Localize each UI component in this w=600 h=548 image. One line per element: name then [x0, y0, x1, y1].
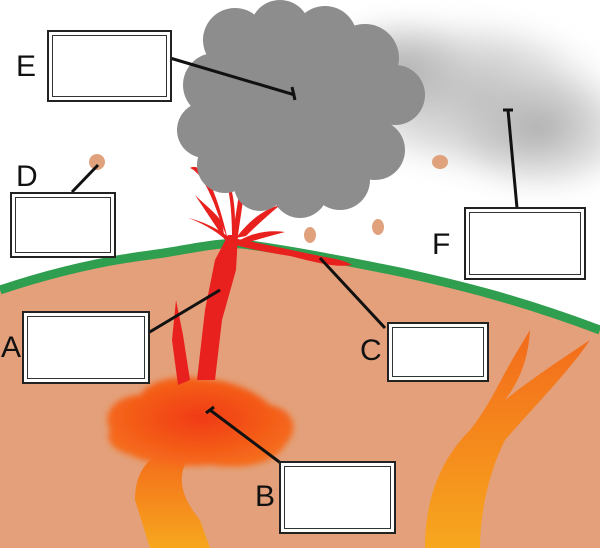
magma-chamber	[107, 377, 294, 467]
leader-lines	[70, 56, 519, 466]
leader-line-e	[169, 56, 296, 97]
label-box-c[interactable]	[387, 322, 489, 382]
label-letter-f: F	[432, 228, 451, 261]
label-box-d[interactable]	[10, 192, 116, 258]
leader-line-f	[506, 109, 519, 209]
label-box-f[interactable]	[464, 207, 586, 280]
leader-line-d	[70, 163, 100, 194]
eruption-column	[177, 0, 425, 218]
side-dyke	[172, 300, 190, 385]
magma-channel-left	[135, 450, 210, 548]
label-letter-a: A	[1, 331, 22, 364]
leader-line-a	[147, 288, 221, 335]
label-letter-e: E	[16, 50, 37, 83]
label-box-b[interactable]	[279, 461, 396, 534]
leader-line-c	[318, 256, 387, 330]
label-letter-b: B	[255, 480, 276, 513]
leader-line-b	[209, 408, 283, 466]
main-vent	[197, 235, 238, 380]
label-box-e[interactable]	[47, 30, 172, 102]
magma-channel-right	[425, 330, 590, 548]
volcanic-bombs	[89, 154, 448, 243]
label-letter-c: C	[360, 334, 382, 367]
label-letter-d: D	[16, 160, 38, 193]
label-box-a[interactable]	[22, 311, 150, 384]
